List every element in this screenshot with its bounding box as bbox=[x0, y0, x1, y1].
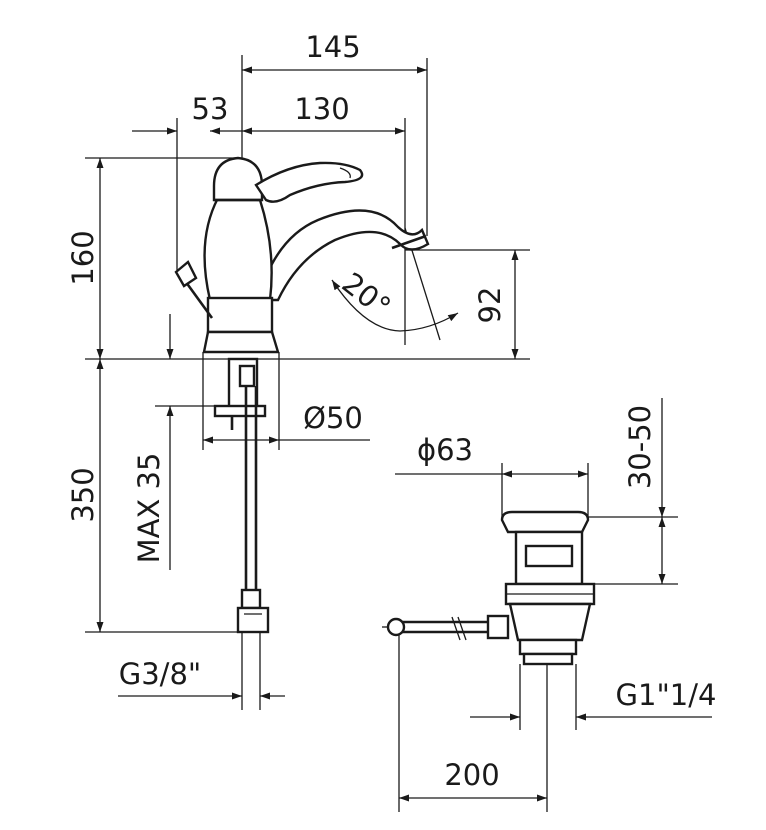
dimension-200: 200 bbox=[398, 635, 548, 812]
dimension-145: 145 bbox=[241, 30, 428, 330]
dimension-145-label: 145 bbox=[305, 30, 360, 64]
faucet-body bbox=[202, 156, 430, 354]
dimension-30-50-label: 30-50 bbox=[623, 405, 657, 489]
dimension-max-35-label: MAX 35 bbox=[132, 453, 166, 564]
dimension-g1-1-4: G1"1/4 bbox=[470, 664, 716, 730]
dimension-92-label: 92 bbox=[473, 287, 507, 324]
dimension-130-label: 130 bbox=[294, 92, 349, 126]
dimension-diameter-63: ϕ63 bbox=[395, 433, 589, 520]
waste-assembly bbox=[382, 510, 596, 666]
dimension-diameter-63-label: ϕ63 bbox=[417, 433, 473, 467]
dimension-160: 160 bbox=[66, 157, 240, 359]
dimension-160-label: 160 bbox=[66, 230, 100, 285]
dimension-angle-20-label: 20° bbox=[336, 266, 397, 324]
dimension-diameter-50: Ø50 bbox=[202, 352, 370, 450]
dimension-200-label: 200 bbox=[444, 758, 499, 792]
dimension-max-35: MAX 35 bbox=[132, 314, 215, 570]
dimension-350: 350 bbox=[66, 359, 250, 633]
dimension-g3-8-label: G3/8" bbox=[119, 657, 201, 691]
dimension-g1-1-4-label: G1"1/4 bbox=[616, 678, 717, 712]
dimension-92: 92 bbox=[405, 249, 530, 359]
dimension-53-label: 53 bbox=[192, 92, 229, 126]
dimension-350-label: 350 bbox=[66, 467, 100, 522]
dimension-g3-8: G3/8" bbox=[118, 632, 285, 710]
dimension-30-50: 30-50 bbox=[588, 398, 678, 585]
dimension-angle-20: 20° bbox=[331, 227, 459, 341]
popup-rod bbox=[174, 260, 214, 319]
dimension-53: 53 bbox=[132, 92, 242, 270]
dimension-diameter-50-label: Ø50 bbox=[303, 401, 363, 435]
flex-hose bbox=[236, 386, 270, 634]
fixing-shank bbox=[213, 357, 267, 430]
